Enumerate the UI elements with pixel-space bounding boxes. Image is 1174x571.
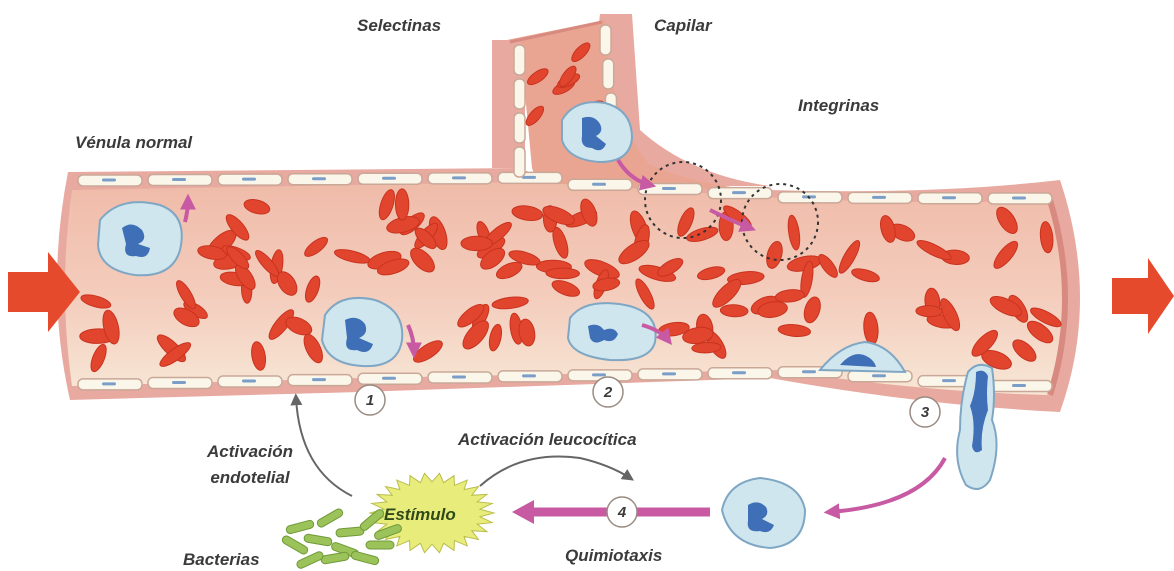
endothelial-cell	[514, 147, 525, 177]
endothelial-nucleus	[522, 176, 536, 179]
endothelial-cell	[600, 25, 611, 55]
flow-out-arrow	[1112, 258, 1174, 334]
label-quimiotaxis: Quimiotaxis	[565, 546, 662, 566]
endothelial-cell	[514, 113, 525, 143]
endothelial-nucleus	[382, 177, 396, 180]
endothelial-nucleus	[592, 183, 606, 186]
step-marker-1: 1	[355, 385, 385, 415]
red-blood-cell	[395, 189, 409, 220]
leukocyte	[568, 303, 656, 360]
endothelial-nucleus	[452, 375, 466, 378]
label-activacion-endotelial-line2: endotelial	[190, 468, 310, 488]
leukocyte	[562, 102, 632, 162]
endothelial-nucleus	[172, 381, 186, 384]
endothelial-nucleus	[732, 191, 746, 194]
bacterium	[285, 520, 314, 535]
bacterium	[321, 552, 350, 565]
leukocyte	[322, 298, 402, 366]
label-bacterias: Bacterias	[183, 550, 260, 570]
svg-text:1: 1	[366, 392, 374, 409]
svg-text:2: 2	[603, 384, 613, 401]
label-integrinas: Integrinas	[798, 96, 879, 116]
label-activacion-endotelial: Activación endotelial	[190, 442, 310, 488]
endothelial-nucleus	[872, 196, 886, 199]
label-activacion-endotelial-line1: Activación	[190, 442, 310, 462]
bacterium	[296, 550, 325, 569]
endothelial-nucleus	[592, 373, 606, 376]
endothelial-cell	[603, 59, 614, 89]
endothelial-nucleus	[102, 382, 116, 385]
leukocyte-migrated	[722, 478, 805, 548]
endothelial-nucleus	[802, 370, 816, 373]
label-estimulo: Estímulo	[384, 505, 456, 525]
endothelial-nucleus	[242, 178, 256, 181]
step-marker-2: 2	[593, 377, 623, 407]
step-marker-3: 3	[910, 397, 940, 427]
endothelial-nucleus	[382, 377, 396, 380]
endothelial-nucleus	[872, 374, 886, 377]
endothelial-nucleus	[1012, 384, 1026, 387]
svg-text:4: 4	[617, 504, 627, 521]
endothelial-nucleus	[662, 187, 676, 190]
endothelial-nucleus	[172, 178, 186, 181]
bacterium	[316, 508, 344, 529]
capillary	[492, 14, 770, 190]
red-blood-cell	[461, 236, 492, 250]
label-capilar: Capilar	[654, 16, 712, 36]
endothelial-nucleus	[732, 371, 746, 374]
endothelial-nucleus	[452, 176, 466, 179]
step-marker-4: 4	[607, 497, 637, 527]
endothelial-nucleus	[312, 378, 326, 381]
red-blood-cell	[916, 305, 942, 317]
endothelial-cell	[514, 45, 525, 75]
label-activacion-leucocitica: Activación leucocítica	[458, 430, 637, 450]
endothelial-nucleus	[942, 196, 956, 199]
label-venula-normal: Vénula normal	[75, 133, 192, 153]
endothelial-nucleus	[942, 379, 956, 382]
endothelial-nucleus	[1012, 197, 1026, 200]
endothelial-cell	[514, 79, 525, 109]
endothelial-nucleus	[662, 372, 676, 375]
svg-text:3: 3	[921, 404, 930, 421]
bacterium	[366, 541, 394, 549]
bacterium	[350, 551, 379, 566]
bacterium	[336, 527, 365, 537]
endothelial-nucleus	[242, 380, 256, 383]
red-blood-cell	[546, 268, 580, 279]
label-selectinas: Selectinas	[357, 16, 441, 36]
endothelial-nucleus	[312, 177, 326, 180]
endothelial-nucleus	[102, 178, 116, 181]
bacterium	[304, 534, 333, 547]
leukocyte	[98, 202, 182, 275]
endothelial-nucleus	[522, 374, 536, 377]
